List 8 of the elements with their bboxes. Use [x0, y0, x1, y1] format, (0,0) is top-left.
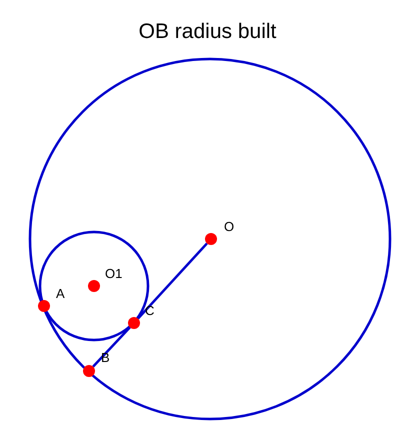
radius-line	[137, 242, 208, 320]
point-label: B	[101, 350, 110, 365]
point-label: O	[224, 219, 234, 234]
point-label: O1	[105, 266, 122, 281]
point-label: A	[56, 286, 65, 301]
point-label: C	[145, 303, 154, 318]
radius-line	[92, 326, 131, 368]
title: OB radius built	[138, 20, 278, 44]
